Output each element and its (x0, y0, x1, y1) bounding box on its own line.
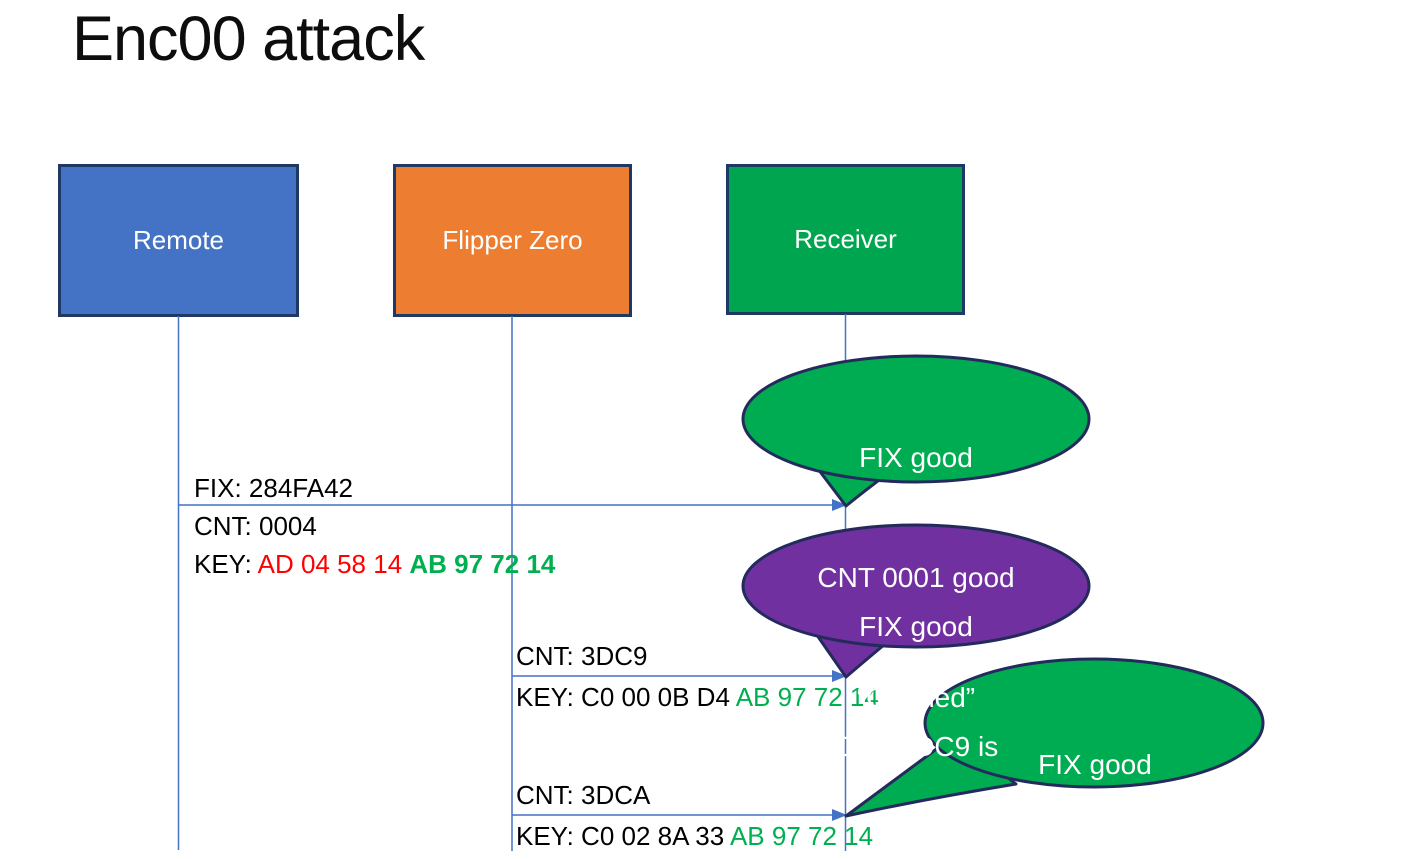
message-arrow-2 (512, 670, 847, 682)
actor-label-remote: Remote (132, 225, 225, 255)
actor-box-remote: Remote (58, 164, 299, 317)
msg2-key-prefix: KEY: C0 00 0B D4 (516, 682, 736, 712)
callout-bubble-2 (741, 523, 1091, 679)
callout-1-text: FIX good CNT 0001 good “Opened” (743, 358, 1089, 798)
callout-2-text: FIX good CNT 3DC9 is future code (743, 527, 1089, 859)
msg1-key-red-part: AD 04 58 14 (257, 549, 410, 579)
callout-1-line-1: FIX good (859, 442, 973, 473)
callout-bubble-3-ellipse (923, 657, 1265, 789)
message-arrow-3-head (832, 809, 847, 821)
callout-bubble-1-ellipse (741, 354, 1091, 484)
actor-box-receiver: Receiver (726, 164, 965, 315)
slide-title: Enc00 attack (72, 4, 425, 74)
msg3-key-label: KEY: C0 02 8A 33 AB 97 72 14 (516, 821, 873, 851)
callout-bubble-3 (844, 657, 1265, 818)
callout-1-line-2: CNT 0001 good (817, 562, 1015, 593)
msg1-fix-label: FIX: 284FA42 (194, 473, 353, 503)
callout-1-line-3: “Opened” (856, 682, 976, 713)
actor-label-receiver: Receiver (794, 224, 897, 254)
msg2-key-green-part: AB 97 72 14 (735, 682, 879, 712)
callout-bubble-1 (741, 354, 1091, 508)
actor-label-flipper-zero: Flipper Zero (442, 225, 583, 255)
msg3-key-prefix: KEY: C0 02 8A 33 (516, 821, 730, 851)
msg1-cnt-label: CNT: 0004 (194, 511, 317, 541)
msg3-cnt-label: CNT: 3DCA (516, 780, 651, 810)
actor-box-flipper-zero: Flipper Zero (393, 164, 632, 317)
callout-3-line-1: FIX good (1038, 749, 1152, 780)
msg2-cnt-label: CNT: 3DC9 (516, 641, 648, 671)
callout-3-text: FIX good CNT is 3DCA “Opened” (925, 665, 1265, 859)
callout-bubble-2-ellipse (741, 523, 1091, 649)
message-arrow-2-head (832, 670, 847, 682)
message-arrow-1 (178, 499, 847, 511)
message-arrow-1-head (832, 499, 847, 511)
callout-2-line-3: future code (743, 847, 1089, 859)
msg1-key-label: KEY: AD 04 58 14 AB 97 72 14 (194, 549, 555, 579)
msg1-key-prefix: KEY: (194, 549, 258, 579)
callout-2-line-1: FIX good (859, 611, 973, 642)
msg1-key-green-part: AB 97 72 14 (409, 549, 556, 579)
msg2-key-label: KEY: C0 00 0B D4 AB 97 72 14 (516, 682, 879, 712)
msg3-key-green-part: AB 97 72 14 (729, 821, 874, 851)
callout-2-line-2: CNT 3DC9 is (833, 731, 999, 762)
message-arrow-3 (512, 809, 847, 821)
